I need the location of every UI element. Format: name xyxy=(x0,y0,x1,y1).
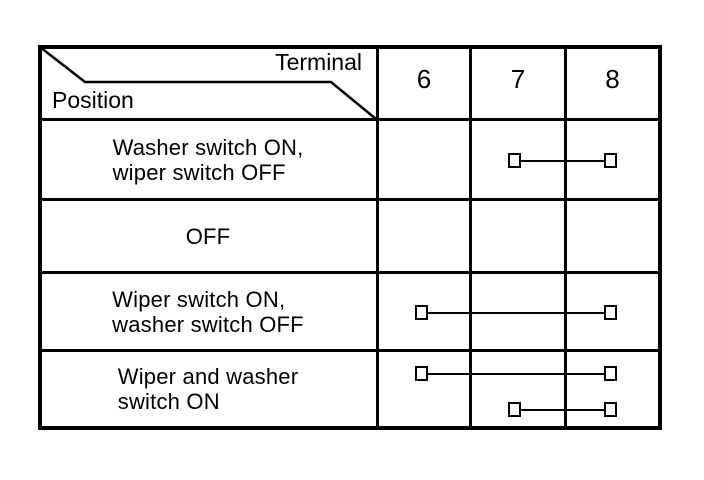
row-wiper-and-washer-on-label: Wiper and washer switch ON xyxy=(117,364,299,414)
terminal-7-contact-square xyxy=(508,153,521,168)
continuity-line xyxy=(427,312,605,314)
continuity-line xyxy=(427,373,605,375)
row-divider-1 xyxy=(38,198,662,201)
table-outer-border xyxy=(38,45,662,430)
terminal-8-contact-square xyxy=(604,366,617,381)
column-divider-7-8 xyxy=(564,45,567,430)
row-off: OFF xyxy=(40,201,376,271)
header-diagonal-divider xyxy=(39,45,377,121)
row-wiper-and-washer-on: Wiper and washer switch ON xyxy=(40,352,376,426)
continuity-line xyxy=(520,409,605,411)
row-wiper-on-washer-off: Wiper switch ON, washer switch OFF xyxy=(40,274,376,349)
row-wiper-on-washer-off-label: Wiper switch ON, washer switch OFF xyxy=(112,286,304,337)
column-header-terminal-7: 7 xyxy=(510,64,526,94)
row-washer-on-wiper-off-label: Washer switch ON, wiper switch OFF xyxy=(112,134,304,185)
terminal-8-contact-square xyxy=(604,305,617,320)
row-divider-2 xyxy=(38,271,662,274)
header-position-label: Position xyxy=(52,87,134,113)
row-divider-3 xyxy=(38,349,662,352)
row-washer-on-wiper-off: Washer switch ON, wiper switch OFF xyxy=(40,121,376,198)
terminal-6-contact-square xyxy=(415,366,428,381)
continuity-line xyxy=(520,160,605,162)
column-header-terminal-6: 6 xyxy=(416,64,432,94)
terminal-8-contact-square xyxy=(604,402,617,417)
terminal-7-contact-square xyxy=(508,402,521,417)
column-header-terminal-8: 8 xyxy=(605,64,620,94)
column-divider-position-6 xyxy=(376,45,379,430)
column-divider-6-7 xyxy=(469,45,472,430)
header-terminal-label: Terminal xyxy=(275,49,362,75)
terminal-6-contact-square xyxy=(415,305,428,320)
row-divider-header xyxy=(38,118,662,121)
terminal-8-contact-square xyxy=(604,153,617,168)
row-off-label: OFF xyxy=(185,223,231,249)
